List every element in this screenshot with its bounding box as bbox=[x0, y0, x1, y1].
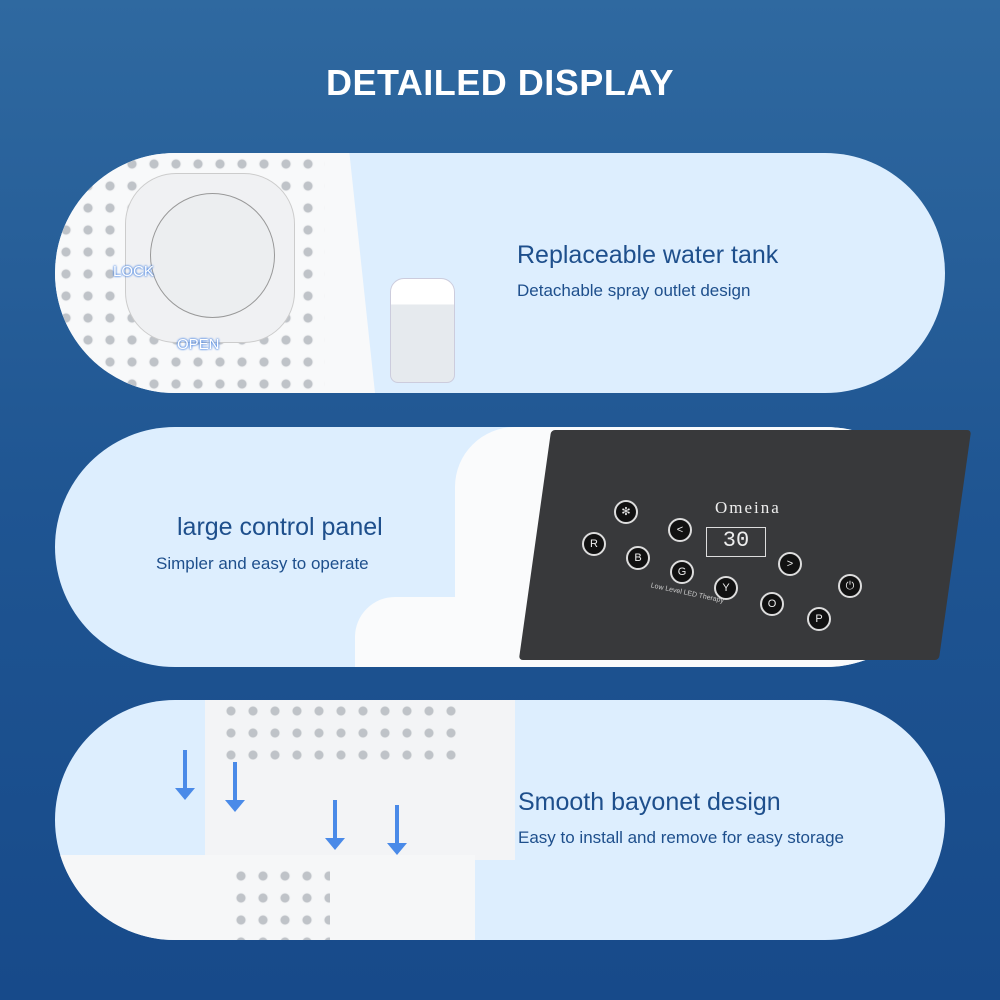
lock-label: LOCK bbox=[113, 263, 154, 280]
brand-logo: Omeina bbox=[715, 498, 781, 517]
section-bayonet: Smooth bayonet design Easy to install an… bbox=[55, 700, 945, 940]
section-heading: Replaceable water tank bbox=[517, 241, 779, 269]
arrow-down-icon bbox=[387, 805, 407, 855]
page-title: DETAILED DISPLAY bbox=[325, 62, 675, 103]
section-heading: Smooth bayonet design bbox=[518, 788, 781, 816]
led-display: 30 bbox=[706, 527, 766, 557]
power-button-icon[interactable]: ⏻ bbox=[838, 574, 862, 598]
section-subheading: Simpler and easy to operate bbox=[156, 554, 369, 573]
arrow-down-icon bbox=[325, 800, 345, 850]
button-g[interactable]: G bbox=[670, 560, 694, 584]
led-array-image bbox=[220, 700, 465, 760]
button-p[interactable]: P bbox=[807, 607, 831, 631]
arrow-down-icon bbox=[225, 762, 245, 812]
arrow-down-icon bbox=[175, 750, 195, 800]
device-base-image bbox=[355, 597, 465, 667]
tank-cap-disc bbox=[150, 193, 275, 318]
section-heading: large control panel bbox=[177, 513, 383, 541]
open-label: OPEN bbox=[177, 336, 220, 353]
bottle-image bbox=[390, 278, 455, 383]
button-o[interactable]: O bbox=[760, 592, 784, 616]
button-b[interactable]: B bbox=[626, 546, 650, 570]
button-y[interactable]: Y bbox=[714, 576, 738, 600]
button-r[interactable]: R bbox=[582, 532, 606, 556]
button-right[interactable]: > bbox=[778, 552, 802, 576]
section-water-tank: LOCK OPEN Replaceable water tank Detacha… bbox=[55, 153, 945, 393]
led-array-image bbox=[230, 865, 330, 940]
button-left[interactable]: < bbox=[668, 518, 692, 542]
section-subheading: Detachable spray outlet design bbox=[517, 281, 751, 300]
section-subheading: Easy to install and remove for easy stor… bbox=[518, 828, 844, 847]
fan-button-icon[interactable]: ✻ bbox=[614, 500, 638, 524]
